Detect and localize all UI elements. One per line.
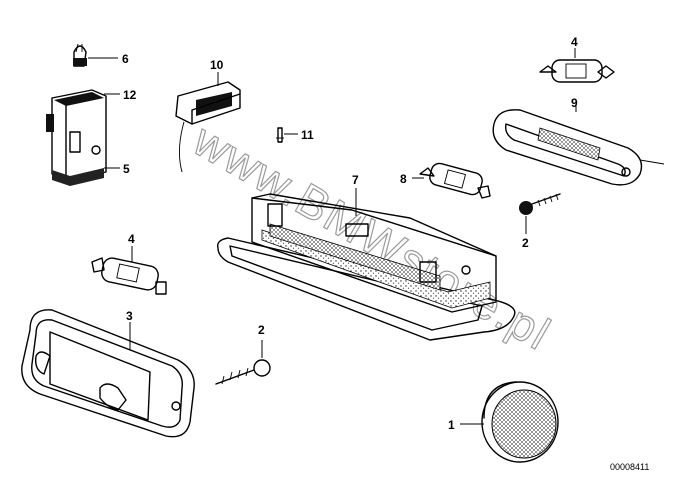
part-4-festoon-bulb-top <box>539 59 615 83</box>
part-5-switch <box>46 89 107 186</box>
callout-2-top: 2 <box>522 236 529 250</box>
watermark: www.BMWstore.pl <box>184 113 560 360</box>
part-9-lamp-housing <box>492 109 665 186</box>
callout-12: 12 <box>123 88 137 102</box>
part-10-reading-lamp <box>175 81 241 173</box>
callout-1: 1 <box>448 418 455 432</box>
callout-4-top: 4 <box>571 35 578 49</box>
catalog-number: 00008411 <box>610 462 649 472</box>
callout-3: 3 <box>126 309 133 323</box>
part-2-screw-top <box>519 193 561 215</box>
callout-10: 10 <box>210 58 224 72</box>
callout-5: 5 <box>123 162 130 176</box>
part-4-festoon-bulb-left <box>91 257 167 295</box>
part-7-lamp-base <box>217 193 516 341</box>
callout-11: 11 <box>301 128 314 142</box>
callout-9: 9 <box>571 96 578 110</box>
callout-6: 6 <box>122 52 129 66</box>
part-2-screw-bottom <box>215 359 271 385</box>
part-3-lamp-housing <box>21 309 195 438</box>
part-11-clip <box>276 127 284 143</box>
part-8-festoon-bulb <box>419 162 491 199</box>
callout-2-bottom: 2 <box>258 323 265 337</box>
callout-8: 8 <box>400 172 407 186</box>
part-6-bulb <box>73 43 87 67</box>
callout-7: 7 <box>352 173 359 187</box>
part-1-lens <box>481 381 559 463</box>
callout-4-left: 4 <box>128 232 135 246</box>
